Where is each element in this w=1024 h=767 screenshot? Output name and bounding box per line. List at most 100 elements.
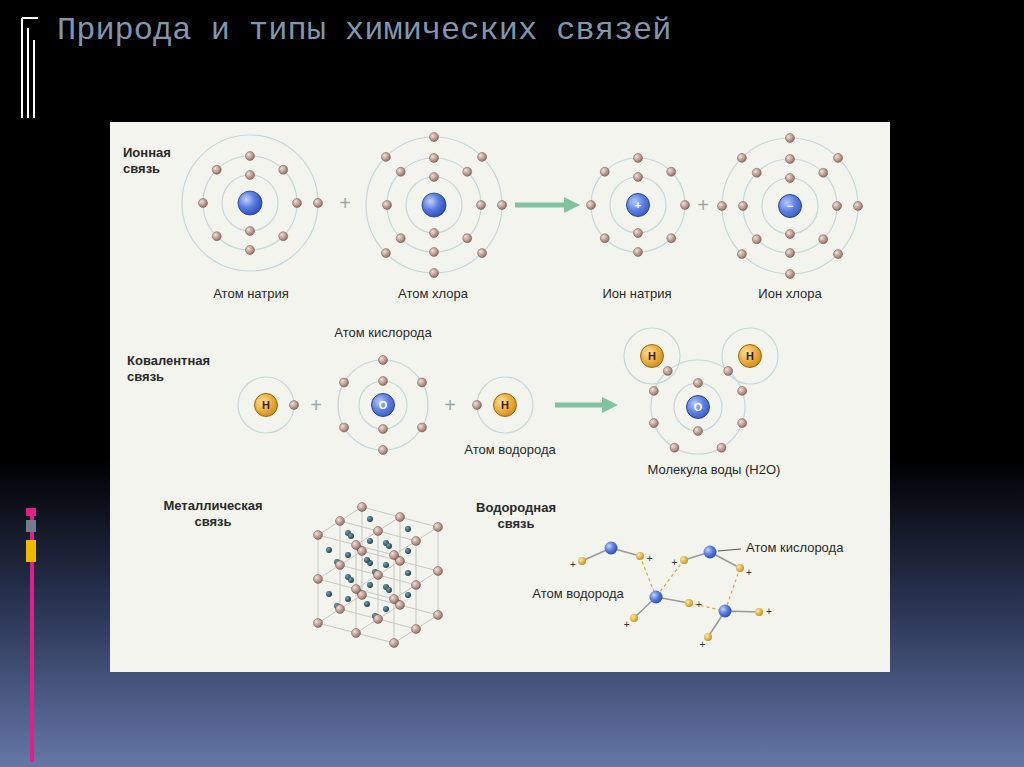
atom-model: [718, 134, 863, 279]
electron-shell: [722, 328, 778, 384]
atom-model: [624, 328, 680, 384]
electron: [752, 168, 761, 177]
lattice-line: [340, 565, 341, 609]
slide-title: Природа и типы химических связей: [57, 12, 672, 49]
hydrogen-atom: [736, 564, 744, 572]
electron: [430, 248, 439, 257]
electron: [739, 202, 748, 211]
atom-model: [366, 133, 507, 278]
electron: [293, 199, 302, 208]
free-electron: [326, 547, 332, 553]
electron: [379, 377, 388, 386]
lattice-line: [394, 555, 395, 599]
free-electron: [386, 543, 392, 549]
electron: [681, 201, 690, 210]
free-electron: [405, 548, 411, 554]
electron: [340, 423, 349, 432]
electron-shell: [477, 377, 533, 433]
nucleus: [238, 191, 262, 215]
metal-ion: [358, 503, 367, 512]
electron: [634, 173, 643, 182]
caption: Атом водорода: [532, 586, 623, 602]
electron: [819, 168, 828, 177]
nucleus: H: [254, 393, 278, 417]
lattice-line: [378, 619, 416, 629]
free-electron: [348, 577, 354, 583]
electron-shell: [610, 177, 666, 233]
electron: [786, 174, 795, 183]
side-square: [26, 508, 36, 516]
lattice-line: [400, 605, 438, 615]
electron: [396, 234, 405, 243]
lattice-line: [400, 517, 401, 561]
electron: [246, 227, 255, 236]
lattice-line: [394, 599, 395, 643]
electron: [473, 401, 482, 410]
lattice-line: [362, 507, 363, 551]
free-electron: [345, 596, 351, 602]
electron: [737, 250, 746, 259]
electron-shell: [591, 158, 685, 252]
electron: [718, 202, 727, 211]
hydrogen-atom: [685, 599, 693, 607]
oxygen-atom: [605, 542, 618, 555]
element-symbol: H: [262, 400, 270, 411]
lattice-line: [378, 575, 416, 585]
electron: [199, 199, 208, 208]
charge-sign: +: [700, 639, 706, 651]
caption: Атом водорода: [464, 442, 555, 458]
electron: [694, 427, 703, 436]
electron: [667, 167, 676, 176]
free-electron: [405, 526, 411, 532]
atom-model: [649, 360, 746, 454]
plus-sign: +: [339, 191, 351, 215]
lattice-line: [340, 521, 341, 565]
nucleus: +: [626, 193, 650, 217]
metal-ion: [434, 611, 443, 620]
free-electron: [405, 592, 411, 598]
lattice-line: [356, 633, 394, 643]
hydrogen-bond: [725, 568, 740, 611]
metal-ion: [390, 595, 399, 604]
electron: [634, 229, 643, 238]
hydrogen-atom: [636, 552, 644, 560]
metal-ion: [336, 561, 345, 570]
electron: [649, 419, 658, 428]
corner-icon: [22, 18, 38, 118]
electron: [670, 443, 679, 452]
electron: [246, 152, 255, 161]
metal-ion: [336, 517, 345, 526]
electron: [600, 167, 609, 176]
metal-ion: [352, 585, 361, 594]
electron-shell: [338, 360, 428, 450]
electron-shell: [203, 156, 297, 250]
metal-ion: [390, 551, 399, 560]
metal-ion: [314, 575, 323, 584]
electron-shell: [624, 328, 680, 384]
charge-sign: +: [570, 559, 576, 571]
electron: [498, 201, 507, 210]
nucleus: O: [686, 395, 710, 419]
nucleus: −: [778, 194, 802, 218]
electron: [478, 249, 487, 258]
charge-sign: +: [746, 567, 752, 579]
electron: [383, 201, 392, 210]
metal-ion: [374, 571, 383, 580]
electron-shell: [222, 175, 278, 231]
electron: [694, 379, 703, 388]
electron: [587, 201, 596, 210]
metal-ion: [374, 527, 383, 536]
electron-shell: [651, 360, 745, 454]
electron: [212, 165, 221, 174]
metal-lattice: [314, 503, 443, 648]
element-symbol: H: [501, 400, 509, 411]
lattice-line: [400, 517, 438, 527]
atom-model: [182, 135, 323, 271]
lattice-line: [356, 545, 357, 589]
electron: [430, 154, 439, 163]
electron: [786, 230, 795, 239]
atom-model: [473, 377, 534, 433]
free-electron: [405, 570, 411, 576]
free-electron: [364, 557, 370, 563]
charge-sign: +: [672, 557, 678, 569]
